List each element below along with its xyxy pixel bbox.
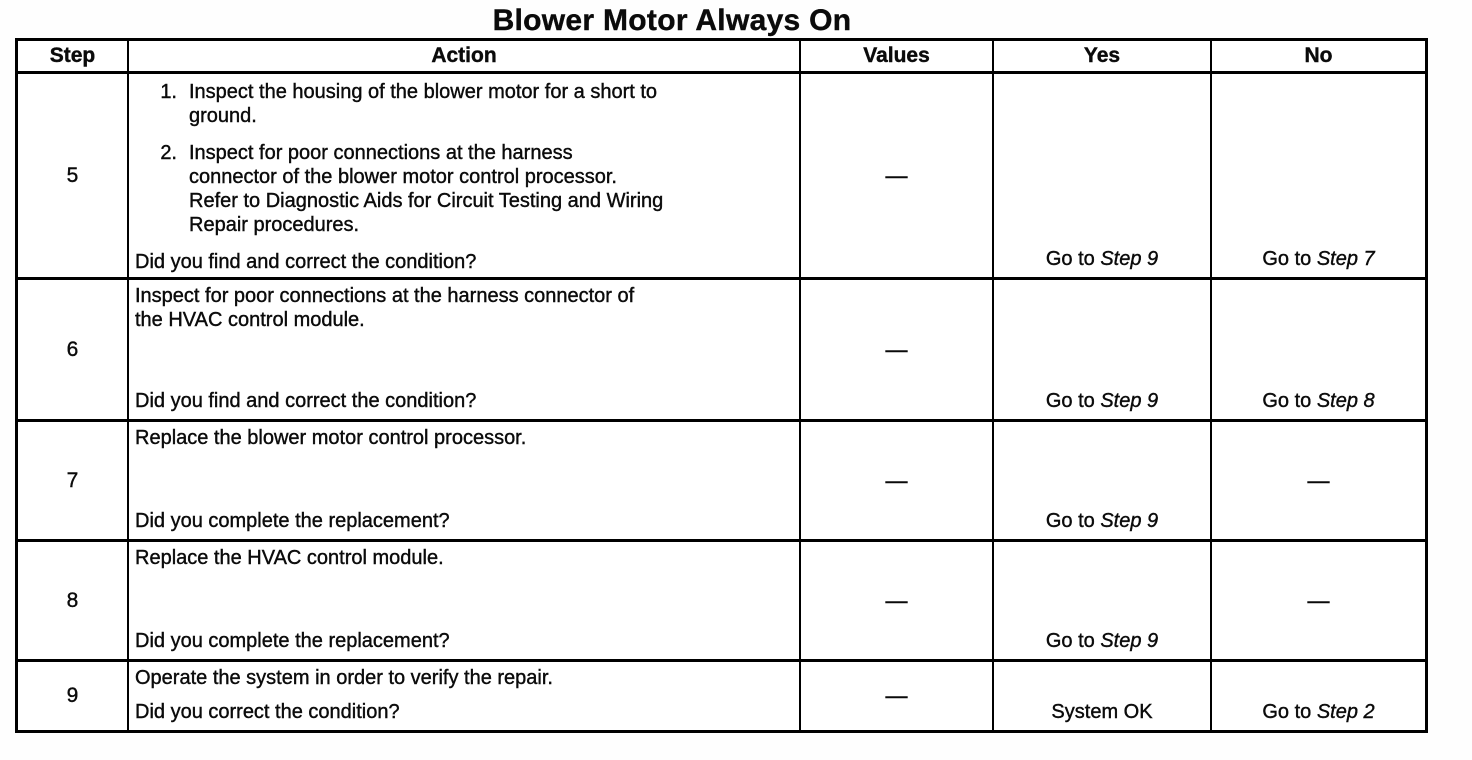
em-dash: —	[1307, 587, 1330, 613]
values-cell: —	[801, 542, 994, 659]
action-cell: Inspect for poor connections at the harn…	[129, 280, 801, 419]
step-number: 5	[18, 74, 129, 277]
goto-text: Go to	[1045, 390, 1101, 412]
no-cell: Go to Step 2	[1212, 662, 1425, 730]
em-dash: —	[885, 336, 908, 362]
step-reference: Step 8	[1316, 390, 1375, 412]
goto-text: Go to	[1045, 248, 1101, 270]
action-cell: Operate the system in order to verify th…	[129, 662, 801, 730]
action-text: Operate the system in order to verify th…	[135, 666, 791, 690]
no-cell: —	[1212, 542, 1425, 659]
text-line: Refer to Diagnostic Aids for Circuit Tes…	[189, 190, 664, 212]
no-cell: —	[1212, 422, 1425, 539]
step-number: 6	[18, 280, 129, 419]
text-line: ground.	[189, 105, 257, 127]
step-number: 8	[18, 542, 129, 659]
text-line: Replace the HVAC control module.	[135, 547, 444, 569]
values-cell: —	[801, 422, 994, 539]
goto-text: Go to	[1045, 630, 1101, 652]
text-line: connector of the blower motor control pr…	[189, 166, 617, 188]
list-item: 1. Inspect the housing of the blower mot…	[135, 80, 791, 128]
list-number: 1.	[160, 81, 177, 103]
no-cell: Go to Step 7	[1212, 74, 1425, 277]
list-text: Inspect the housing of the blower motor …	[189, 80, 657, 128]
action-text: Inspect for poor connections at the harn…	[135, 284, 791, 332]
result-text: System OK	[1051, 701, 1153, 723]
question-text: Did you find and correct the condition?	[135, 251, 477, 273]
step-reference: Step 2	[1316, 701, 1375, 723]
list-text: Inspect for poor connections at the harn…	[189, 141, 664, 237]
action-cell: 1. Inspect the housing of the blower mot…	[129, 74, 801, 277]
goto-text: Go to	[1045, 510, 1101, 532]
goto-text: Go to	[1262, 390, 1317, 412]
text-line: Inspect for poor connections at the harn…	[135, 285, 635, 307]
step-reference: Step 7	[1316, 248, 1375, 270]
step-reference: Step 9	[1100, 630, 1159, 652]
text-line: the HVAC control module.	[135, 309, 365, 331]
text-line: Inspect for poor connections at the harn…	[189, 142, 573, 164]
em-dash: —	[885, 467, 908, 493]
step-number: 9	[18, 662, 129, 730]
em-dash: —	[885, 587, 908, 613]
column-header-no: No	[1304, 44, 1333, 67]
yes-cell: Go to Step 9	[994, 74, 1212, 277]
text-line: Replace the blower motor control process…	[135, 427, 527, 449]
yes-cell: Go to Step 9	[994, 542, 1212, 659]
question-text: Did you find and correct the condition?	[135, 390, 477, 412]
text-line: Operate the system in order to verify th…	[135, 667, 553, 689]
step-reference: Step 9	[1100, 248, 1159, 270]
yes-cell: Go to Step 9	[994, 422, 1212, 539]
question-text: Did you complete the replacement?	[135, 510, 450, 532]
goto-text: Go to	[1262, 248, 1317, 270]
page-title: Blower Motor Always On	[492, 4, 852, 37]
em-dash: —	[885, 683, 908, 708]
table-header-row: Step Action Values Yes No	[18, 41, 1425, 74]
column-header-values: Values	[801, 41, 994, 71]
action-text: Replace the HVAC control module.	[135, 546, 791, 570]
values-cell: —	[801, 662, 994, 730]
question-text: Did you correct the condition?	[135, 701, 400, 723]
text-line: Inspect the housing of the blower motor …	[189, 81, 658, 103]
action-text: Replace the blower motor control process…	[135, 426, 791, 450]
yes-cell: Go to Step 9	[994, 280, 1212, 419]
column-header-step: Step	[18, 41, 129, 71]
step-number: 7	[18, 422, 129, 539]
yes-cell: System OK	[994, 662, 1212, 730]
table-row-step-5: 5 1. Inspect the housing of the blower m…	[18, 74, 1425, 280]
table-row-step-8: 8 Replace the HVAC control module. Did y…	[18, 542, 1425, 662]
list-number: 2.	[160, 142, 177, 164]
no-cell: Go to Step 8	[1212, 280, 1425, 419]
action-cell: Replace the HVAC control module. Did you…	[129, 542, 801, 659]
goto-text: Go to	[1262, 701, 1317, 723]
table-row-step-7: 7 Replace the blower motor control proce…	[18, 422, 1425, 542]
diagnostic-table: Step Action Values Yes No 5 1. Inspect t…	[15, 38, 1428, 733]
table-row-step-9: 9 Operate the system in order to verify …	[18, 662, 1425, 730]
column-header-action: Action	[129, 41, 801, 71]
list-item: 2. Inspect for poor connections at the h…	[135, 141, 791, 237]
step-reference: Step 9	[1100, 510, 1159, 532]
text-line: Repair procedures.	[189, 214, 360, 236]
step-reference: Step 9	[1100, 390, 1159, 412]
table-row-step-6: 6 Inspect for poor connections at the ha…	[18, 280, 1425, 422]
action-list: 1. Inspect the housing of the blower mot…	[135, 80, 791, 250]
action-cell: Replace the blower motor control process…	[129, 422, 801, 539]
em-dash: —	[885, 162, 908, 188]
values-cell: —	[801, 74, 994, 277]
column-header-yes: Yes	[994, 41, 1212, 71]
values-cell: —	[801, 280, 994, 419]
em-dash: —	[1307, 467, 1330, 493]
question-text: Did you complete the replacement?	[135, 630, 450, 652]
